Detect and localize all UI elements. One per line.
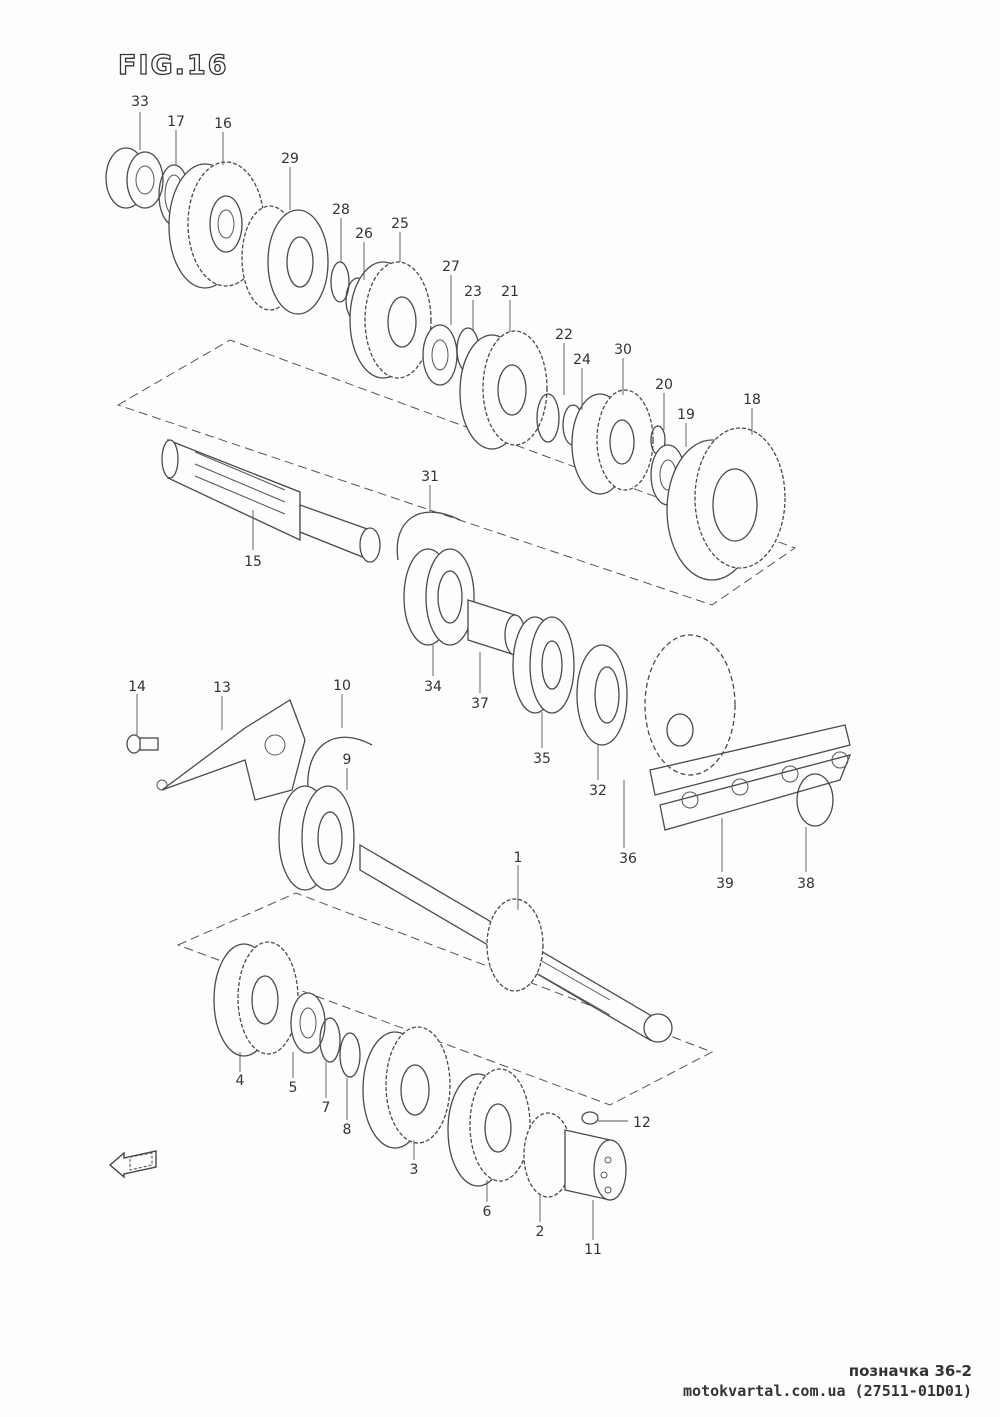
callout-19: 19	[677, 407, 695, 423]
bearing-9	[278, 785, 355, 891]
gear-4	[213, 941, 299, 1057]
callout-34: 34	[424, 679, 442, 695]
spacer-32	[576, 644, 628, 746]
washer-28	[330, 261, 350, 303]
callout-1: 1	[514, 850, 523, 866]
gear-30	[571, 389, 654, 495]
callout-24: 24	[573, 352, 591, 368]
callout-22: 22	[555, 327, 573, 343]
circlip-31	[396, 511, 461, 561]
callout-23: 23	[464, 284, 482, 300]
callout-39: 39	[716, 876, 734, 892]
bearing-34	[403, 548, 475, 646]
callout-15: 15	[244, 554, 262, 570]
callout-4: 4	[236, 1073, 245, 1089]
callout-3: 3	[410, 1162, 419, 1178]
callout-27: 27	[442, 259, 460, 275]
gear-6	[447, 1068, 531, 1187]
oil-seal-35	[512, 616, 575, 714]
callout-38: 38	[797, 876, 815, 892]
callout-2: 2	[536, 1224, 545, 1240]
callout-11: 11	[584, 1242, 602, 1258]
callout-28: 28	[332, 202, 350, 218]
callout-16: 16	[214, 116, 232, 132]
gear-3	[362, 1026, 451, 1149]
callout-labels: 33 17 16 29 28 26 25 27 23 21 22 24 30 2…	[128, 94, 815, 1258]
bearing-33	[105, 147, 164, 209]
engine-sprocket-36	[644, 634, 736, 776]
bearing-11	[564, 1129, 627, 1201]
bushing-5	[290, 992, 326, 1054]
front-arrow-icon	[108, 1150, 157, 1179]
callout-33: 33	[131, 94, 149, 110]
callout-6: 6	[483, 1204, 492, 1220]
gear-25	[349, 261, 432, 379]
callout-17: 17	[167, 114, 185, 130]
drive-chain-39	[649, 724, 852, 831]
callout-9: 9	[343, 752, 352, 768]
reference-label: позначка 36-2	[848, 1362, 972, 1380]
callout-25: 25	[391, 216, 409, 232]
chain-clip-38	[796, 773, 834, 827]
callout-21: 21	[501, 284, 519, 300]
washer-7	[319, 1017, 341, 1063]
callout-10: 10	[333, 678, 351, 694]
callout-18: 18	[743, 392, 761, 408]
figure-title: FIG.16	[117, 49, 229, 81]
callout-30: 30	[614, 342, 632, 358]
countershaft-15	[161, 439, 381, 563]
circlip-8	[339, 1032, 361, 1078]
callout-37: 37	[471, 696, 489, 712]
callout-29: 29	[281, 151, 299, 167]
callout-12: 12	[633, 1115, 651, 1131]
gear-18	[666, 427, 786, 581]
callout-31: 31	[421, 469, 439, 485]
callout-32: 32	[589, 783, 607, 799]
callout-7: 7	[322, 1100, 331, 1116]
page-footer: позначка 36-2 motokvartal.com.ua (27511-…	[683, 1361, 972, 1401]
bushing-27	[422, 324, 458, 386]
callout-20: 20	[655, 377, 673, 393]
leader-lines	[136, 112, 807, 1240]
screw-14	[126, 734, 159, 754]
callout-5: 5	[289, 1080, 298, 1096]
callout-36: 36	[619, 851, 637, 867]
callout-35: 35	[533, 751, 551, 767]
gear-29	[241, 205, 329, 315]
callout-13: 13	[213, 680, 231, 696]
callout-8: 8	[343, 1122, 352, 1138]
driveshaft-1	[359, 843, 673, 1043]
pin-12	[581, 1111, 599, 1125]
gear-21	[459, 330, 548, 450]
bearing-retainer-13	[156, 699, 306, 801]
circlip-10	[307, 736, 373, 791]
callout-26: 26	[355, 226, 373, 242]
washer-22	[536, 393, 560, 443]
driveshaft-outline	[176, 892, 714, 1106]
source-site-label: motokvartal.com.ua (27511-01D01)	[683, 1382, 972, 1400]
callout-14: 14	[128, 679, 146, 695]
countershaft-outline	[116, 339, 797, 606]
